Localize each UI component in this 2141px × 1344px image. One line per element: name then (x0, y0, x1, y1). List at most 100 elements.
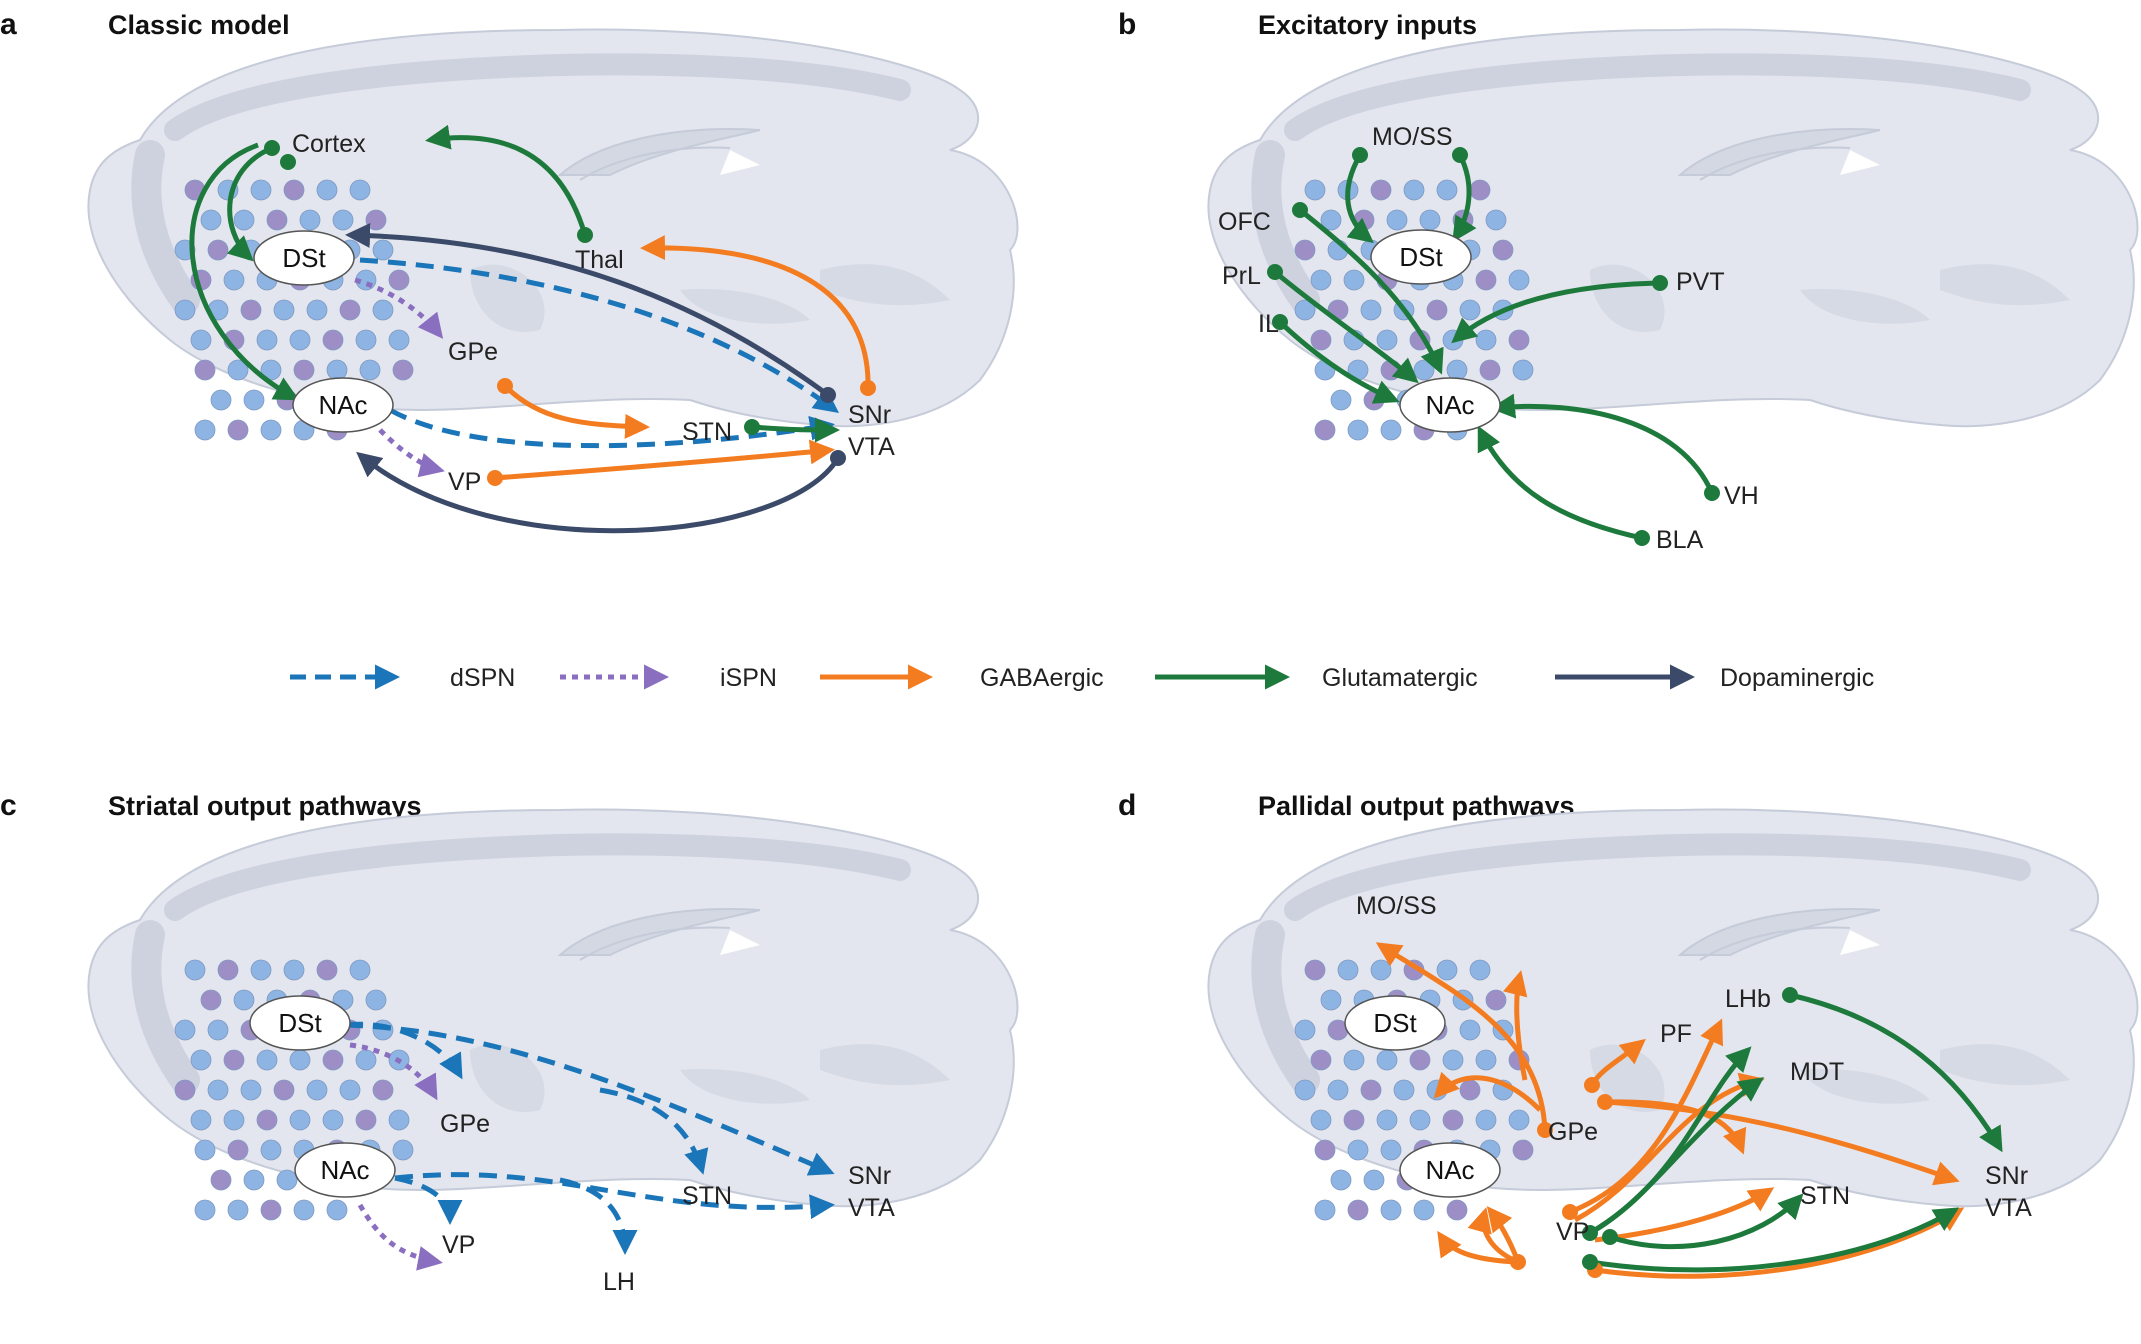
striatal-cell (1376, 1049, 1398, 1071)
striatal-cell (233, 989, 255, 1011)
striatal-cell (223, 1109, 245, 1131)
striatal-cell (306, 1079, 328, 1101)
striatal-cell (184, 959, 206, 981)
striatal-cell (190, 329, 212, 351)
panel-letter: d (1118, 789, 1136, 822)
region-label: VTA (848, 1194, 895, 1222)
striatal-cell (1446, 359, 1468, 381)
dspn-dst-stn (599, 1087, 709, 1175)
striatal-cell (240, 299, 262, 321)
dst-label: DSt (1399, 242, 1443, 272)
nac-oval (292, 377, 394, 433)
striatal-cell (1492, 239, 1514, 261)
legend-item-gabaergic: GABAergic (820, 664, 1104, 692)
striatal-cell (1314, 1199, 1336, 1221)
striatal-cell (322, 1109, 344, 1131)
glutamatergic-il-nac (1278, 320, 1400, 404)
legend: dSPN iSPN GABAergic Glutamatergic Dopami… (290, 664, 1874, 692)
striatal-cell (1347, 1139, 1369, 1161)
region-label: Thal (575, 246, 624, 274)
gabaergic-gpe-snr (1604, 1099, 1960, 1186)
striatal-cell (1370, 179, 1392, 201)
striatal-cell (1409, 1109, 1431, 1131)
striatal-cell (243, 1169, 265, 1191)
striatal-cell (1310, 269, 1332, 291)
vp-glut-neuron-1 (1582, 1225, 1598, 1241)
dst-oval (1344, 995, 1446, 1051)
striatal-cell (316, 179, 338, 201)
striatal-cell (223, 269, 245, 291)
striatal-cell (1436, 959, 1458, 981)
brain-outline (88, 30, 1017, 427)
striatal-cell (1304, 179, 1326, 201)
striatal-cell (1320, 209, 1342, 231)
striatal-cell (1380, 419, 1402, 441)
striatal-cell (174, 1079, 196, 1101)
region-label: LH (603, 1268, 635, 1296)
legend-label: dSPN (450, 664, 515, 692)
dspn-dst-snr (344, 1022, 835, 1176)
glutamatergic-prl-nac (1273, 270, 1419, 384)
striatal-cell (1436, 179, 1458, 201)
striatal-cell (1380, 1199, 1402, 1221)
striatal-cell (260, 1139, 282, 1161)
striatal-cell (200, 989, 222, 1011)
region-label: MO/SS (1356, 892, 1437, 920)
panel-letter: c (0, 789, 17, 822)
gpe-neuron (497, 378, 513, 394)
region-label: PF (1660, 1020, 1692, 1048)
striatal-cell (349, 959, 371, 981)
striatal-cell (1508, 1109, 1530, 1131)
dst-label: DSt (1373, 1008, 1417, 1038)
striatal-cell (365, 989, 387, 1011)
gpe-neuron-3 (1597, 1094, 1613, 1110)
striatal-cell (355, 1049, 377, 1071)
striatal-cell (273, 299, 295, 321)
striatal-cell (1314, 419, 1336, 441)
region-label: STN (682, 418, 732, 446)
panel-d: d Pallidal output pathways (1118, 789, 2138, 1279)
striatal-cell (250, 179, 272, 201)
bla-neuron (1634, 530, 1650, 546)
region-label: LHb (1725, 985, 1771, 1013)
gabaergic-vp-vta (494, 439, 835, 481)
dspn-dst-snr (359, 257, 840, 413)
striatal-cell (365, 209, 387, 231)
gabaergic-vp-lhb (1569, 1018, 1724, 1215)
glutamatergic-cortex-nac (189, 142, 300, 401)
striatal-cell (276, 1169, 298, 1191)
striatal-cell (1508, 269, 1530, 291)
dopaminergic-vta-nac (356, 451, 841, 534)
dopaminergic-snr-dst (345, 223, 830, 398)
striatal-cell (1508, 329, 1530, 351)
gpe-neuron-1 (1537, 1122, 1553, 1138)
striatal-cell (256, 1109, 278, 1131)
glutamatergic-moss-dst-1 (1345, 153, 1374, 244)
striatal-cell (372, 239, 394, 261)
cortex-neuron-1 (264, 140, 280, 156)
striatal-cell (1403, 179, 1425, 201)
vh-neuron (1704, 485, 1720, 501)
striatal-cell (1413, 1199, 1435, 1221)
striatal-cell (306, 299, 328, 321)
prl-neuron (1267, 264, 1283, 280)
striatal-cell (240, 1079, 262, 1101)
striatal-cell (256, 1049, 278, 1071)
glutamatergic-cortex-dst (226, 145, 273, 262)
striatal-cell (227, 1139, 249, 1161)
striatal-cell (322, 1049, 344, 1071)
glutamatergic-vp-stn (1609, 1193, 1804, 1250)
region-label: Cortex (292, 130, 366, 158)
striatal-cell (194, 359, 216, 381)
brain-outline (88, 810, 1017, 1207)
striatal-cell (1446, 1199, 1468, 1221)
ispn-nac-vp (378, 428, 445, 478)
striatal-cell (289, 329, 311, 351)
dst-label: DSt (282, 243, 326, 273)
striatal-cell (194, 419, 216, 441)
legend-label: GABAergic (980, 664, 1104, 692)
striatal-cell (355, 329, 377, 351)
dspn-nac-vta (394, 1172, 835, 1220)
striatal-cell (392, 1139, 414, 1161)
striatal-cell (1409, 1049, 1431, 1071)
